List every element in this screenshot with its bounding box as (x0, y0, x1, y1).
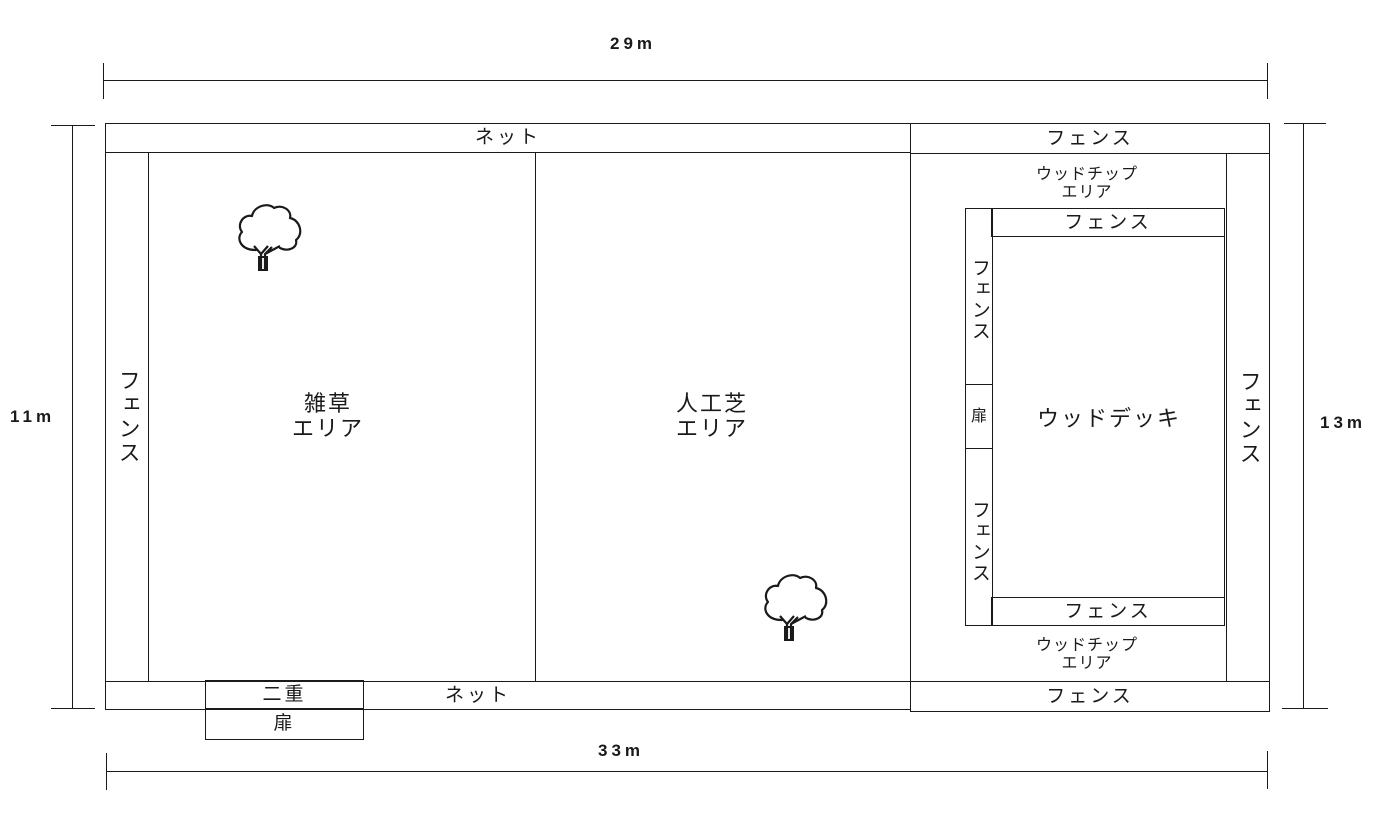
wood-deck-label: ウッドデッキ (1036, 407, 1181, 433)
dimension-bottom-tick-left (106, 753, 107, 790)
dimension-left-line (72, 125, 73, 709)
dimension-right-label: 13m (1320, 413, 1367, 432)
dimension-right-tick-bottom (1282, 708, 1328, 709)
dimension-right-tick-top (1284, 123, 1326, 124)
weed-area-label: 雑草 エリア (291, 391, 364, 442)
double-door-bottom-label: 扉 (273, 712, 296, 735)
tree-icon (764, 574, 828, 641)
deck-top-fence-label: フェンス (1064, 210, 1152, 233)
dimension-bottom-line (107, 771, 1268, 772)
dimension-bottom-tick-right (1267, 751, 1268, 789)
deck-door (965, 384, 993, 449)
bottom-net-label: ネット (444, 683, 511, 706)
deck-bottom-fence-zone (991, 597, 1225, 626)
woodchip-top-label: ウッドチップ エリア (1035, 163, 1138, 201)
double-door (205, 680, 364, 740)
deck-bottom-fence-label: フェンス (1064, 599, 1152, 622)
deck-left-fence-upper-label: フェンス (968, 258, 991, 342)
deck-left-fence-lower-label: フェンス (968, 500, 991, 584)
dimension-right-line (1303, 123, 1304, 709)
bottom-right-fence-zone (910, 681, 1270, 712)
dimension-left-tick-bottom (51, 708, 95, 709)
dimension-left-tick-top (51, 125, 95, 126)
double-door-top-label: 二重 (262, 683, 307, 706)
bottom-right-fence-label: フェンス (1046, 684, 1134, 707)
dimension-top-line (104, 80, 1268, 81)
top-net-label: ネット (474, 126, 541, 149)
top-right-fence-label: フェンス (1046, 126, 1134, 149)
tree-icon (238, 204, 302, 271)
right-fence-label: フェンス (1235, 369, 1261, 466)
dimension-top-label: 29m (610, 34, 657, 53)
dimension-top-tick-right (1267, 63, 1268, 99)
double-door-divider (205, 708, 364, 709)
deck-door-label: 扉 (970, 406, 987, 426)
turf-area-label: 人工芝 エリア (675, 391, 748, 442)
dimension-left-label: 11m (10, 407, 56, 426)
left-fence-label: フェンス (114, 369, 140, 465)
deck-top-fence-zone (991, 208, 1225, 237)
woodchip-bottom-label: ウッドチップ エリア (1035, 634, 1138, 672)
dimension-top-tick-left (103, 63, 104, 99)
dimension-bottom-label: 33m (598, 741, 645, 760)
